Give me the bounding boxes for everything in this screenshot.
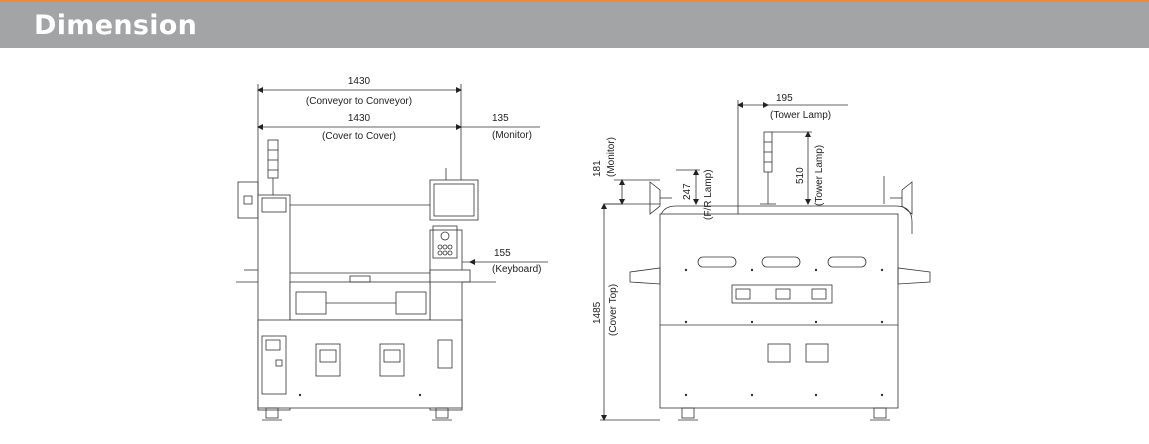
side-view bbox=[600, 100, 931, 421]
keyboard-offset-value: 155 bbox=[494, 248, 511, 259]
monitor-offset-label: (Monitor) bbox=[492, 130, 532, 141]
conveyor-width-label: (Conveyor to Conveyor) bbox=[306, 96, 412, 107]
fr-lamp-height-label: (F/R Lamp) bbox=[703, 169, 714, 220]
monitor-offset-value: 135 bbox=[492, 113, 509, 124]
keyboard-offset-label: (Keyboard) bbox=[492, 264, 541, 275]
side-view-rivets bbox=[298, 268, 884, 397]
tower-lamp-height-value: 510 bbox=[795, 167, 806, 184]
cover-top-height-label: (Cover Top) bbox=[608, 284, 619, 336]
section-header: Dimension bbox=[0, 0, 1149, 48]
monitor-height-value: 181 bbox=[592, 160, 603, 177]
fr-lamp-height-value: 247 bbox=[682, 183, 693, 200]
conveyor-width-value: 1430 bbox=[348, 76, 371, 87]
cover-width-value: 1430 bbox=[348, 113, 371, 124]
tower-lamp-offset-label: (Tower Lamp) bbox=[770, 110, 831, 121]
monitor-height-label: (Monitor) bbox=[606, 137, 617, 177]
front-view bbox=[236, 84, 548, 421]
cover-top-height-value: 1485 bbox=[592, 301, 603, 324]
cover-width-label: (Cover to Cover) bbox=[322, 131, 396, 142]
section-title: Dimension bbox=[34, 10, 198, 41]
tower-lamp-height-label: (Tower Lamp) bbox=[814, 145, 825, 206]
tower-lamp-offset-value: 195 bbox=[776, 93, 793, 104]
